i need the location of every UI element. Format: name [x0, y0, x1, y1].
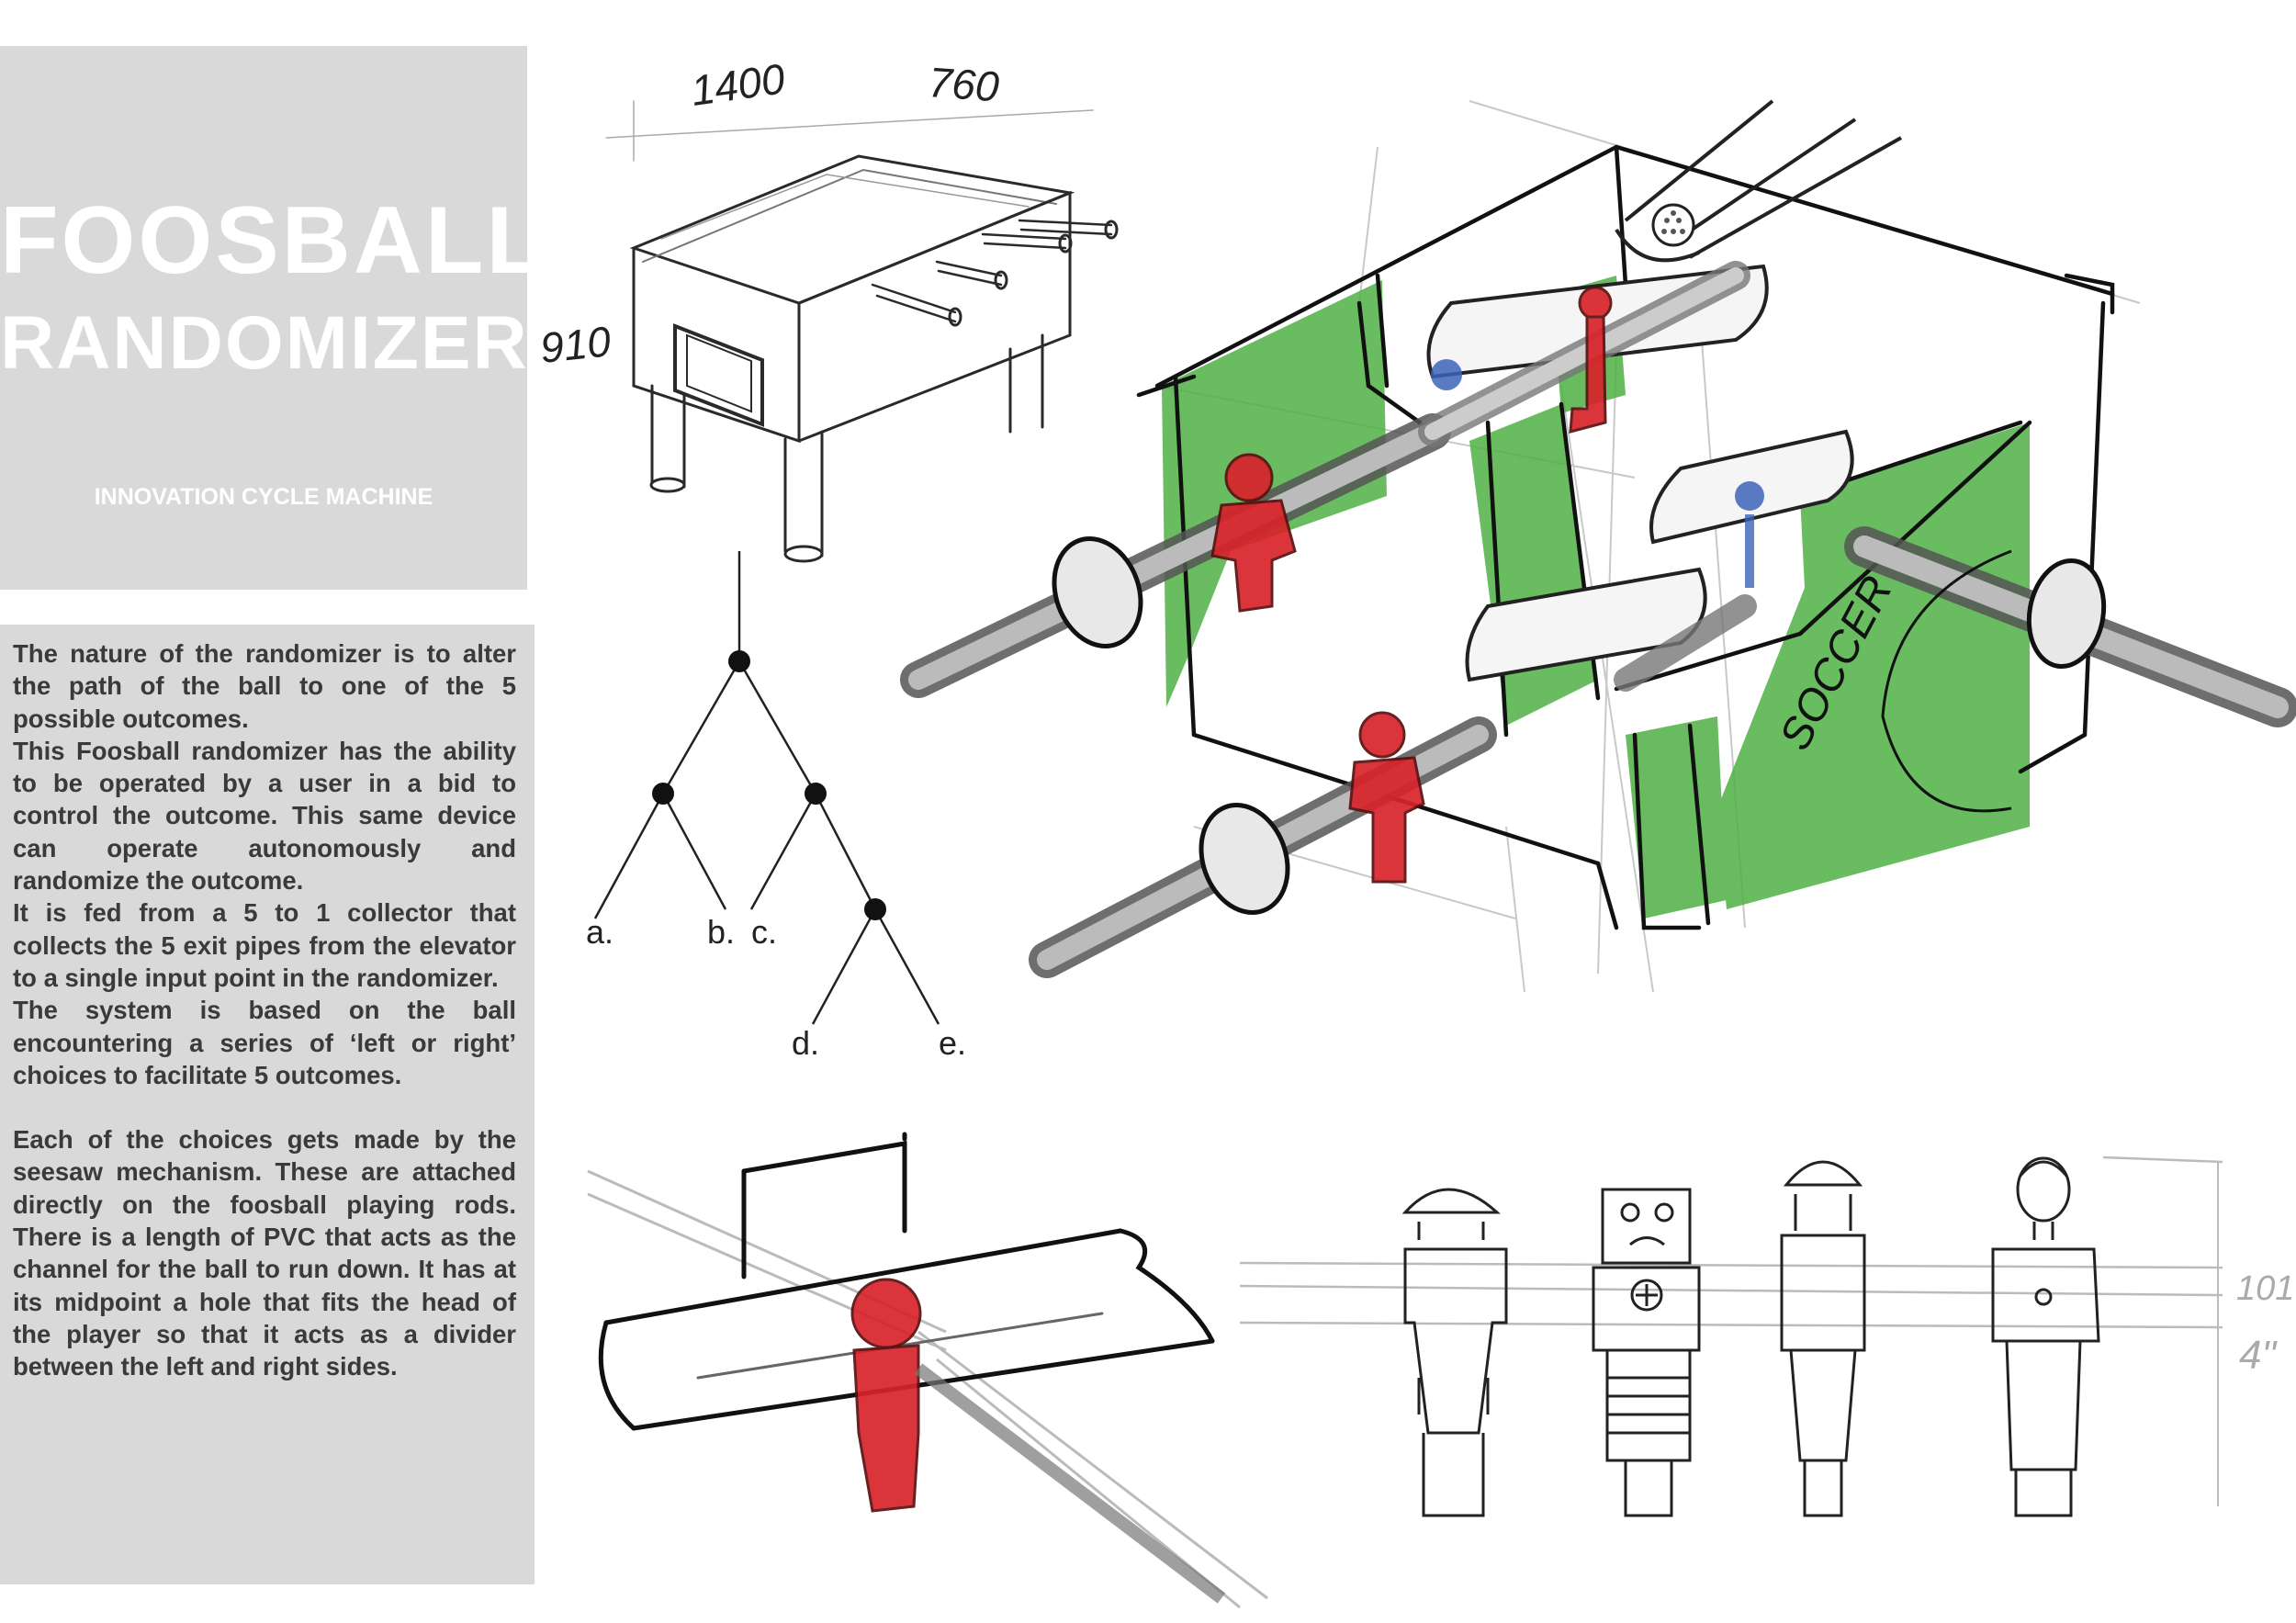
subtitle: INNOVATION CYCLE MACHINE	[94, 484, 433, 510]
player-figure-icon	[850, 1278, 922, 1349]
outcome-e: e.	[939, 1024, 966, 1062]
green-panel-left	[1162, 280, 1387, 707]
ball-icon	[1735, 481, 1764, 511]
table-sketch	[605, 100, 1119, 563]
title-panel: FOOSBALL RANDOMIZER INNOVATION CYCLE MAC…	[0, 46, 547, 590]
rod-stop	[1199, 803, 1290, 915]
title-randomizer: RANDOMIZER	[0, 301, 529, 385]
player-study-1	[1401, 1188, 1508, 1517]
player-height-label-1: 101.	[2236, 1269, 2296, 1308]
description-panel: The nature of the randomizer is to alter…	[0, 625, 535, 1584]
paragraph-collector: It is fed from a 5 to 1 collector that c…	[13, 898, 516, 992]
rod-stop	[2026, 558, 2107, 670]
soccer-label: SOCCER	[1771, 569, 1902, 758]
green-panel-center	[1469, 404, 1598, 726]
tree-node	[728, 650, 750, 672]
player-figure-icon	[1224, 453, 1274, 502]
player-study-4	[1991, 1156, 2100, 1517]
tree-node	[805, 783, 827, 805]
soccer-ball-outline	[1881, 549, 2012, 813]
decision-tree	[593, 551, 940, 1025]
green-panel-back	[1552, 276, 1626, 413]
outcome-d: d.	[792, 1024, 819, 1062]
player-study-2	[1592, 1188, 1701, 1517]
player-studies	[1239, 1155, 2223, 1517]
ball-icon	[1431, 359, 1462, 390]
seesaw-closeup-sketch	[587, 1132, 1268, 1609]
description-text: The nature of the randomizer is to alter…	[13, 637, 516, 1383]
dimension-width: 760	[927, 58, 1001, 110]
paragraph-seesaw: Each of the choices gets made by the see…	[13, 1125, 516, 1381]
player-study-3	[1780, 1160, 1866, 1517]
paragraph-system: The system is based on the ball encounte…	[13, 996, 516, 1089]
title-foosball: FOOSBALL	[0, 187, 547, 294]
outcome-b: b.	[707, 913, 735, 951]
tree-node	[864, 898, 886, 920]
outcome-c: c.	[751, 913, 777, 951]
paragraph-operation: This Foosball randomizer has the ability…	[13, 736, 516, 896]
rod-stop	[1052, 536, 1143, 648]
player-height-label-2: 4"	[2239, 1333, 2278, 1378]
tree-node	[652, 783, 674, 805]
paragraph-purpose: The nature of the randomizer is to alter…	[13, 639, 516, 733]
outcome-a: a.	[586, 913, 613, 951]
ball-inlet-icon	[1651, 203, 1695, 247]
green-panel-front	[1626, 716, 1727, 919]
randomizer-sketch: SOCCER	[900, 99, 2296, 993]
green-panel-right	[1717, 423, 2030, 909]
player-figure-icon	[1578, 286, 1613, 321]
player-figure-icon	[1358, 711, 1406, 759]
dimension-length: 1400	[688, 54, 788, 115]
tree-nodes	[652, 650, 886, 920]
dimension-height: 910	[538, 317, 613, 372]
